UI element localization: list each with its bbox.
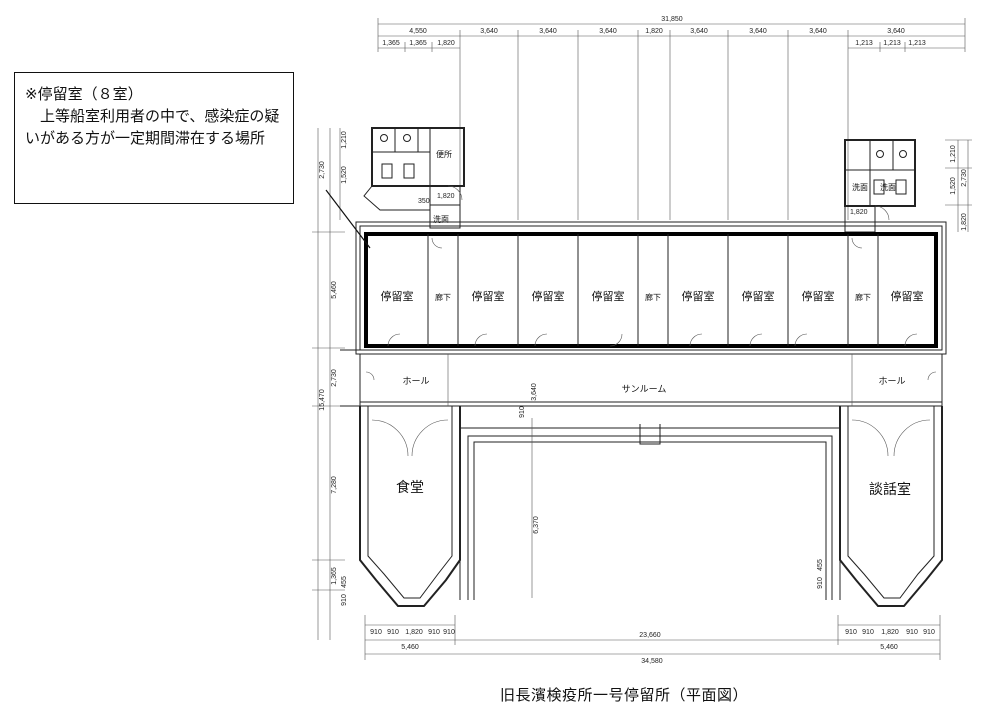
dim-top-seg-6: 3,640: [690, 28, 708, 35]
stay-room-5-label: 停留室: [682, 289, 715, 303]
lounge-label: 談話室: [869, 481, 911, 498]
dim-top-total: 31,850: [661, 16, 683, 23]
dim-left-sub-top-3: 2,730: [319, 161, 326, 179]
dim-toilet-right: 1,820: [850, 209, 868, 216]
dim-bottom-right: 5,460: [880, 644, 898, 651]
dim-right-sub-top-1: 1,210: [950, 145, 957, 163]
dim-top-seg-1: 4,550: [409, 28, 427, 35]
dim-top-seg-5: 1,820: [645, 28, 663, 35]
dim-bottom-sub-left-4: 910: [428, 629, 440, 636]
stay-room-2-label: 停留室: [472, 289, 505, 303]
dim-left-total: 15,470: [319, 389, 326, 411]
dim-top-sub-left-3: 1,820: [437, 40, 455, 47]
stay-room-1-label: 停留室: [381, 289, 414, 303]
sunroom-label: サンルーム: [622, 384, 667, 395]
washroom-label-right-2: 洗面: [880, 182, 896, 192]
dim-top-sub-left-1: 1,365: [382, 40, 400, 47]
corridor-2-label: 廊下: [645, 292, 661, 302]
dim-left-sub-bottom-1: 910: [341, 594, 348, 606]
dim-top-seg-8: 3,640: [809, 28, 827, 35]
dim-left-sub-top-2: 1,520: [341, 166, 348, 184]
dim-bottom-sub-left-5: 910: [443, 629, 455, 636]
dim-bottom-sub-left-3: 1,820: [405, 629, 423, 636]
corridor-3-label: 廊下: [855, 292, 871, 302]
dining-wing: 食堂: [359, 406, 461, 607]
dim-bottom-sub-left-2: 910: [387, 629, 399, 636]
hall-right-label: ホール: [878, 376, 905, 387]
courtyard-walls: 6,370: [459, 418, 841, 600]
callout-body: 上等船室利用者の中で、感染症の疑いがある方が一定期間滞在する場所: [25, 107, 280, 147]
dim-left-seg-3: 7,280: [331, 476, 338, 494]
dim-right-1820: 1,820: [961, 213, 968, 231]
dim-top-seg-9: 3,640: [887, 28, 905, 35]
dim-top-seg-7: 3,640: [749, 28, 767, 35]
dim-top-sub-right-1: 1,213: [855, 40, 873, 47]
hall-left-label: ホール: [402, 376, 429, 387]
dim-mid-3640: 3,640: [531, 383, 538, 401]
top-dimensions: 31,850 4,550 3,640 3,640 3,640 1,820 3,6…: [377, 16, 966, 220]
dim-top-sub-left-2: 1,365: [409, 40, 427, 47]
stay-room-7-label: 停留室: [802, 289, 835, 303]
dining-label: 食堂: [396, 479, 424, 496]
right-dimensions: 1,210 1,520 2,730 1,820 910 455: [817, 139, 972, 589]
dim-left-sub-top-1: 1,210: [341, 131, 348, 149]
dim-right-sub-top-2: 1,520: [950, 177, 957, 195]
left-dimensions: 15,470 5,460 2,730 7,280 1,365 1,210 1,5…: [312, 128, 348, 640]
dim-bottom-sub-left-1: 910: [370, 629, 382, 636]
dim-bottom-total: 34,580: [641, 658, 663, 665]
dim-right-sub-bottom-2: 455: [817, 559, 824, 571]
dim-bottom-sub-right-2: 910: [862, 629, 874, 636]
stay-room-3-label: 停留室: [532, 289, 565, 303]
dim-bottom-sub-right-3: 1,820: [881, 629, 899, 636]
washroom-label-right-1: 洗面: [852, 182, 868, 192]
dim-top-seg-2: 3,640: [480, 28, 498, 35]
dim-mid-6370: 6,370: [533, 516, 540, 534]
dim-mid-910: 910: [519, 406, 526, 418]
toilet-label-left: 便所: [436, 149, 452, 159]
callout-leader-line: [325, 189, 371, 249]
dim-right-sub-top-3: 2,730: [961, 169, 968, 187]
dim-bottom-sub-right-4: 910: [906, 629, 918, 636]
dim-bottom-sub-right-5: 910: [923, 629, 935, 636]
dim-left-seg-4: 1,365: [331, 567, 338, 585]
stay-room-6-label: 停留室: [742, 289, 775, 303]
dim-toilet-top-1: 1,820: [437, 193, 455, 200]
dim-left-seg-1: 5,460: [331, 281, 338, 299]
dim-bottom-sub-right-1: 910: [845, 629, 857, 636]
callout-title: ※停留室（８室）: [25, 85, 143, 103]
dim-top-sub-right-3: 1,213: [908, 40, 926, 47]
dim-top-sub-right-2: 1,213: [883, 40, 901, 47]
main-wing-walls: [355, 221, 947, 355]
corridor-1-label: 廊下: [435, 292, 451, 302]
dim-right-sub-bottom-1: 910: [817, 577, 824, 589]
dim-bottom-mid: 23,660: [639, 632, 661, 639]
dim-toilet-top-2: 350: [418, 198, 430, 205]
dim-left-seg-2: 2,730: [331, 369, 338, 387]
toilet-block-right: 洗面 洗面 1,820: [844, 139, 916, 233]
sunroom-band: ホール サンルーム ホール 3,640 910: [340, 349, 943, 418]
dim-bottom-left: 5,460: [401, 644, 419, 651]
stay-room-4-label: 停留室: [592, 289, 625, 303]
lounge-wing: 談話室: [839, 406, 943, 607]
dim-top-seg-3: 3,640: [539, 28, 557, 35]
toilet-block-left: 便所 洗面 1,820 350: [363, 127, 465, 229]
stay-room-8-label: 停留室: [891, 289, 924, 303]
stay-rooms-row: 停留室 廊下 停留室 停留室 停留室 廊下 停留室 停留室 停留室 廊下 停留室: [364, 232, 938, 348]
bottom-dimensions: 910 910 1,820 910 910 910 910 1,820 910 …: [364, 615, 941, 665]
plan-caption: 旧長濱検疫所一号停留所（平面図）: [500, 686, 749, 704]
dim-left-sub-bottom-2: 455: [341, 576, 348, 588]
dim-top-seg-4: 3,640: [599, 28, 617, 35]
callout-box: ※停留室（８室） 上等船室利用者の中で、感染症の疑いがある方が一定期間滞在する場…: [14, 72, 294, 204]
washroom-label-left: 洗面: [433, 214, 449, 224]
